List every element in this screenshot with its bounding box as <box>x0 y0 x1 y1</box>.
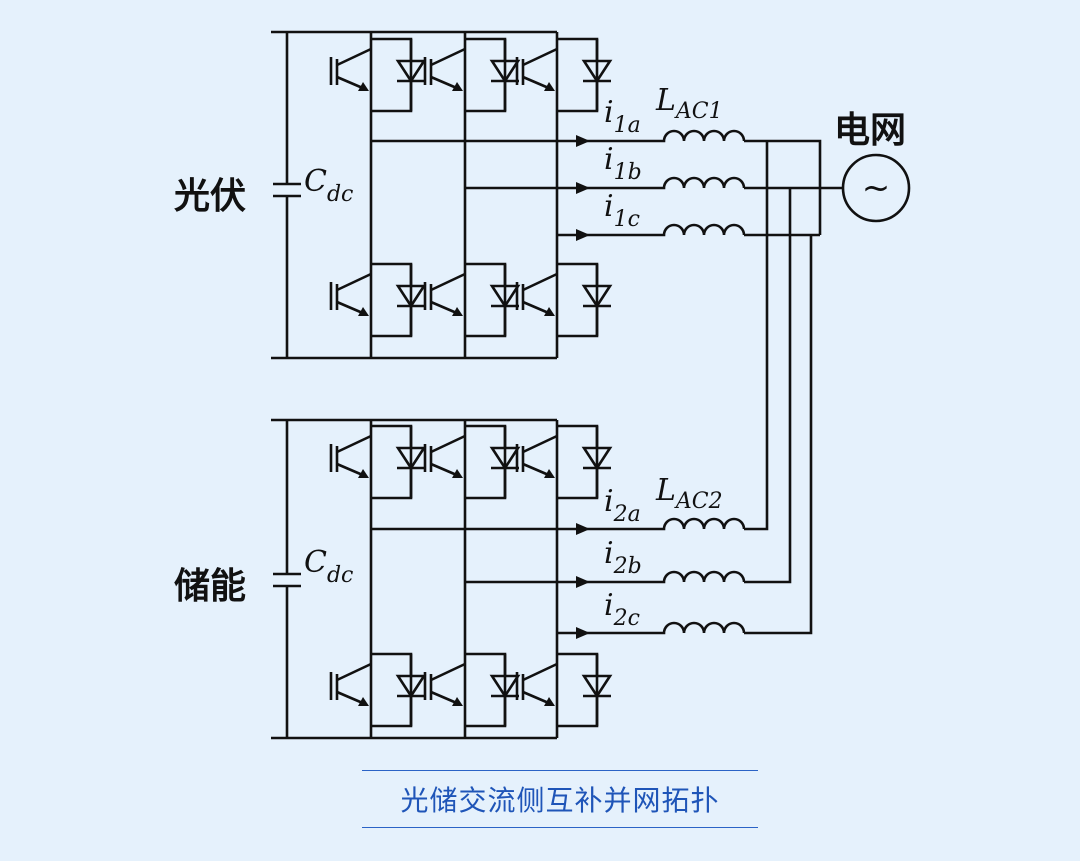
pv-label: 光伏 <box>174 176 246 217</box>
emitter-arrow <box>452 469 463 478</box>
collector-line <box>522 47 558 67</box>
current-arrow <box>576 627 590 639</box>
current-arrow <box>576 182 590 194</box>
emitter-arrow <box>358 697 369 706</box>
switch-frame <box>371 262 413 338</box>
switch-frame <box>465 37 507 113</box>
inductor <box>590 223 746 237</box>
current-arrow <box>576 135 590 147</box>
emitter-arrow <box>452 82 463 91</box>
igbt-switch <box>329 424 427 500</box>
switch-frame <box>465 652 507 728</box>
emitter-arrow <box>544 82 555 91</box>
collector-line <box>430 47 466 67</box>
collector-line <box>522 272 558 292</box>
switch-frame <box>371 37 413 113</box>
igbt-switch <box>329 262 427 338</box>
igbt-switch <box>515 652 613 728</box>
igbt-switch <box>329 652 427 728</box>
inductor-upper-label: LAC1 <box>655 83 723 124</box>
emitter-arrow <box>358 307 369 316</box>
capacitor-lower-label: Cdc <box>304 545 353 588</box>
emitter-arrow <box>452 307 463 316</box>
collector-line <box>336 272 372 292</box>
collector-line <box>522 434 558 454</box>
inductor-coil <box>590 621 746 635</box>
inductor <box>590 176 746 190</box>
collector-line <box>430 434 466 454</box>
capacitor-plates <box>273 572 301 588</box>
diagram-caption: 光储交流侧互补并网拓扑 <box>362 770 758 828</box>
current-arrow <box>576 576 590 588</box>
phase-c-tie <box>744 235 813 635</box>
ac-source-symbol: ~ <box>862 168 891 208</box>
storage-label: 储能 <box>174 566 246 607</box>
current-arrow <box>576 523 590 535</box>
current-label-2b: i2b <box>604 536 642 579</box>
igbt-switch <box>423 424 521 500</box>
switch-frame <box>557 424 599 500</box>
current-arrow <box>576 229 590 241</box>
switch-frame <box>371 424 413 500</box>
emitter-arrow <box>544 697 555 706</box>
emitter-arrow <box>358 469 369 478</box>
current-arrows <box>576 135 590 639</box>
switch-frame <box>465 424 507 500</box>
ac-source-icon <box>841 153 911 223</box>
inductor-coil <box>590 517 746 531</box>
inductor <box>590 621 746 635</box>
emitter-arrow <box>544 307 555 316</box>
grid-bus <box>744 139 843 237</box>
wiring <box>271 30 843 740</box>
phase-a-tie <box>744 141 769 531</box>
current-label-2c: i2c <box>604 588 640 631</box>
inductor-coil <box>590 176 746 190</box>
igbt-switch <box>515 262 613 338</box>
inductor <box>590 517 746 531</box>
capacitor-upper-label: Cdc <box>304 164 353 207</box>
capacitor-plates <box>273 182 301 198</box>
collector-line <box>430 662 466 682</box>
igbt-switch <box>329 37 427 113</box>
inductor-array <box>590 129 746 635</box>
emitter-arrow <box>358 82 369 91</box>
collector-line <box>336 662 372 682</box>
inductor-coil <box>590 570 746 584</box>
current-label-1a: i1a <box>604 95 641 138</box>
inductor <box>590 570 746 584</box>
collector-line <box>430 272 466 292</box>
emitter-arrow <box>544 469 555 478</box>
current-label-1b: i1b <box>604 142 642 185</box>
switch-frame <box>371 652 413 728</box>
collector-line <box>336 434 372 454</box>
collector-line <box>336 47 372 67</box>
igbt-switch <box>423 37 521 113</box>
switch-frame <box>557 652 599 728</box>
grid-label: 电网 <box>834 110 906 151</box>
phase-b-tie <box>744 188 792 584</box>
inductor-coil <box>590 129 746 143</box>
collector-line <box>522 662 558 682</box>
igbt-switch <box>423 652 521 728</box>
igbt-switch <box>515 424 613 500</box>
igbt-switch <box>515 37 613 113</box>
inductor-lower-label: LAC2 <box>655 473 723 514</box>
current-label-2a: i2a <box>604 484 641 527</box>
igbt-switch <box>423 262 521 338</box>
switch-frame <box>557 37 599 113</box>
switch-array <box>329 37 613 728</box>
inductor <box>590 129 746 143</box>
switch-frame <box>465 262 507 338</box>
switch-frame <box>557 262 599 338</box>
current-label-1c: i1c <box>604 189 640 232</box>
inductor-coil <box>590 223 746 237</box>
emitter-arrow <box>452 697 463 706</box>
